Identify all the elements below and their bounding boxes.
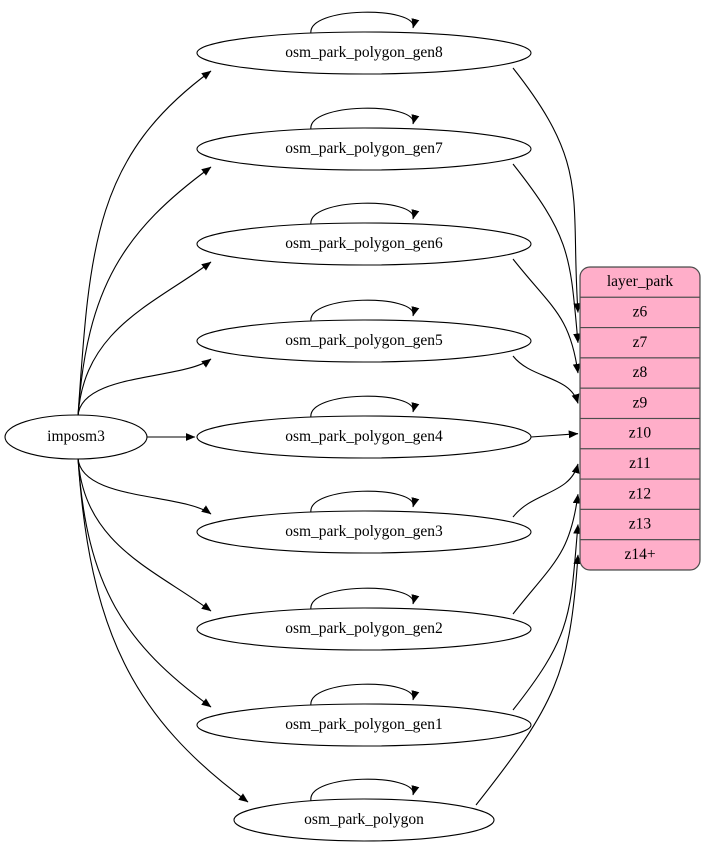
edge-imposm3-to-gen8 bbox=[77, 70, 212, 417]
table-row-z9[interactable] bbox=[580, 387, 700, 420]
node-label-base: osm_park_polygon bbox=[304, 811, 424, 828]
node-label-gen2: osm_park_polygon_gen2 bbox=[285, 620, 443, 637]
edge-imposm3-to-gen1 bbox=[77, 457, 212, 708]
nodes-layer: imposm3 osm_park_polygon_gen8 osm_park_pol… bbox=[4, 31, 532, 842]
table-row-z7[interactable] bbox=[580, 327, 700, 359]
node-shape-imposm3[interactable] bbox=[4, 414, 148, 460]
node-gen7[interactable]: osm_park_polygon_gen7 bbox=[196, 127, 532, 171]
self-loop-gen7 bbox=[310, 107, 420, 131]
table-row-z10[interactable] bbox=[580, 417, 700, 450]
self-loop-base bbox=[310, 778, 420, 802]
node-label-gen6: osm_park_polygon_gen6 bbox=[285, 235, 443, 252]
node-shape-gen3[interactable] bbox=[196, 510, 532, 554]
self-loop-gen8 bbox=[310, 11, 420, 35]
node-gen2[interactable]: osm_park_polygon_gen2 bbox=[196, 607, 532, 651]
self-loops-layer bbox=[310, 11, 420, 802]
node-shape-gen6[interactable] bbox=[196, 222, 532, 266]
table-row-label-z14plus: z14+ bbox=[624, 546, 655, 563]
node-gen6[interactable]: osm_park_polygon_gen6 bbox=[196, 222, 532, 266]
edge-imposm3-to-gen2 bbox=[77, 457, 212, 612]
edge-gen4-to-z10 bbox=[530, 430, 579, 439]
node-gen1[interactable]: osm_park_polygon_gen1 bbox=[196, 703, 532, 747]
self-loop-gen5 bbox=[310, 299, 420, 323]
node-shape-gen1[interactable] bbox=[196, 703, 532, 747]
node-base[interactable]: osm_park_polygon bbox=[233, 798, 495, 842]
table-row-label-z8: z8 bbox=[633, 364, 648, 381]
edges-layer bbox=[77, 67, 582, 806]
node-shape-base[interactable] bbox=[233, 798, 495, 842]
node-shape-gen4[interactable] bbox=[196, 415, 532, 459]
edge-base-to-z14plus bbox=[475, 554, 582, 806]
node-label-gen4: osm_park_polygon_gen4 bbox=[285, 428, 443, 445]
node-gen3[interactable]: osm_park_polygon_gen3 bbox=[196, 510, 532, 554]
edge-imposm3-to-base bbox=[77, 457, 249, 803]
edge-gen5-to-z9 bbox=[512, 355, 580, 404]
table-row-z14plus[interactable] bbox=[580, 539, 700, 570]
edge-gen8-to-z6 bbox=[512, 67, 582, 313]
table-outer-border bbox=[579, 266, 701, 571]
node-gen5[interactable]: osm_park_polygon_gen5 bbox=[196, 319, 532, 363]
self-loop-gen3 bbox=[310, 490, 420, 514]
self-loop-gen2 bbox=[310, 587, 420, 611]
table-row-label-z9: z9 bbox=[633, 394, 648, 411]
edge-gen2-to-z12 bbox=[512, 493, 581, 615]
node-shape-gen8[interactable] bbox=[196, 31, 532, 75]
node-label-gen1: osm_park_polygon_gen1 bbox=[285, 716, 443, 733]
edge-gen6-to-z8 bbox=[512, 258, 581, 374]
node-label-gen3: osm_park_polygon_gen3 bbox=[285, 523, 443, 540]
edge-imposm3-to-gen5 bbox=[77, 358, 212, 417]
node-shape-gen7[interactable] bbox=[196, 127, 532, 171]
table-row-z12[interactable] bbox=[580, 478, 700, 510]
table-row-label-z12: z12 bbox=[629, 485, 651, 502]
layer-park-table: layer_park z6 z7 z8 z9 z10 z11 z12 z13 z14+ bbox=[579, 266, 701, 571]
node-label-imposm3: imposm3 bbox=[47, 428, 105, 445]
node-gen8[interactable]: osm_park_polygon_gen8 bbox=[196, 31, 532, 75]
edge-imposm3-to-gen3 bbox=[77, 457, 212, 515]
self-loop-gen1 bbox=[310, 683, 420, 707]
edge-imposm3-to-gen6 bbox=[77, 261, 212, 417]
edge-imposm3-to-gen7 bbox=[77, 166, 212, 417]
table-row-label-z13: z13 bbox=[629, 516, 652, 533]
edge-gen1-to-z13 bbox=[512, 524, 582, 711]
table-row-z13[interactable] bbox=[580, 508, 700, 541]
self-loop-gen6 bbox=[310, 202, 420, 226]
table-row-label-z10: z10 bbox=[629, 425, 652, 442]
table-row-label-z6: z6 bbox=[633, 304, 648, 321]
node-imposm3[interactable]: imposm3 bbox=[4, 414, 148, 460]
table-row-label-z7: z7 bbox=[633, 334, 648, 351]
table-row-z11[interactable] bbox=[580, 448, 700, 480]
edge-gen3-to-z11 bbox=[512, 463, 580, 518]
node-shape-gen2[interactable] bbox=[196, 607, 532, 651]
node-label-gen7: osm_park_polygon_gen7 bbox=[285, 140, 443, 157]
node-label-gen5: osm_park_polygon_gen5 bbox=[285, 332, 443, 349]
node-gen4[interactable]: osm_park_polygon_gen4 bbox=[196, 415, 532, 459]
edge-gen7-to-z7 bbox=[512, 163, 582, 344]
self-loop-gen4 bbox=[310, 395, 420, 419]
table-row-label-z11: z11 bbox=[629, 455, 651, 472]
node-label-gen8: osm_park_polygon_gen8 bbox=[285, 44, 443, 61]
node-shape-gen5[interactable] bbox=[196, 319, 532, 363]
table-header-label: layer_park bbox=[607, 273, 674, 290]
